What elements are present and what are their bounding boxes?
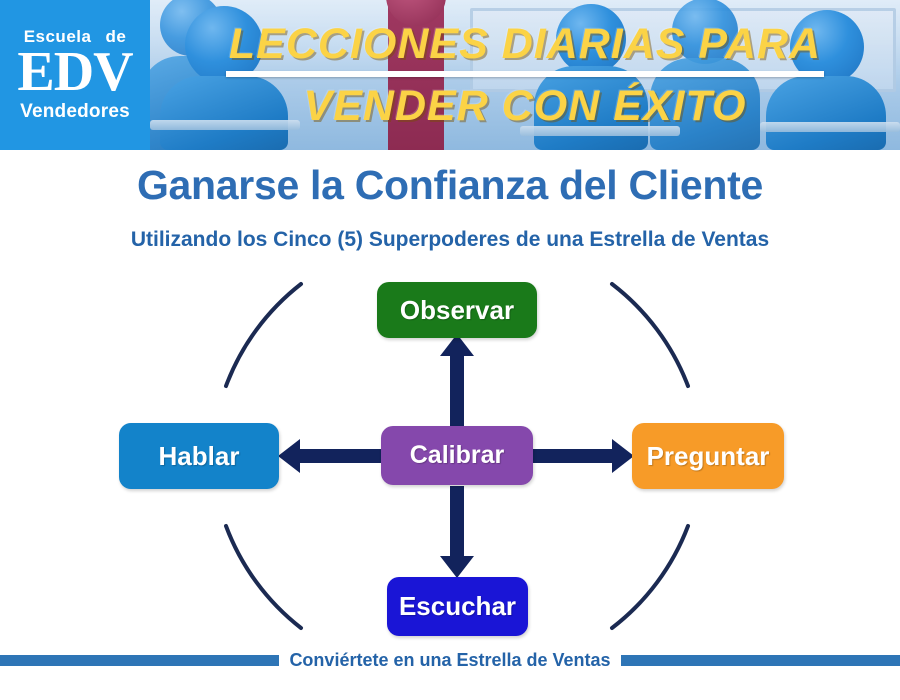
- arc-bottom-right: [610, 524, 690, 630]
- arc-top-left: [224, 282, 303, 388]
- classroom-desk-1: [150, 120, 300, 130]
- audience-figure-head-4: [672, 0, 738, 64]
- node-hablar-label: Hablar: [158, 440, 240, 471]
- audience-figure-head-3: [556, 4, 626, 74]
- page-subtitle: Utilizando los Cinco (5) Superpoderes de…: [130, 228, 770, 251]
- audience-figure-body-3: [534, 66, 648, 150]
- arrow-calibrar-to-preguntar: [533, 439, 634, 473]
- brand-word-de: de: [105, 26, 127, 46]
- node-calibrar-label: Calibrar: [409, 441, 505, 469]
- header-headline-line1: LECCIONES DIARIAS PARA: [228, 19, 822, 68]
- classroom-desk-3: [760, 122, 900, 132]
- arc-bottom-left: [224, 524, 303, 630]
- brand-monogram: EDV: [17, 40, 133, 103]
- footer: Conviértete en una Estrella de Ventas: [0, 645, 900, 675]
- audience-figure-body-5: [766, 76, 886, 150]
- node-hablar[interactable]: Hablar: [119, 423, 279, 489]
- header-headline: LECCIONES DIARIAS PARA VENDER CON ÉXITO: [150, 0, 900, 150]
- diagram-arcs-and-arrows: [224, 282, 690, 630]
- audience-figure-body-2: [160, 76, 288, 150]
- node-preguntar-label: Preguntar: [646, 440, 770, 471]
- circle-arc-group: [224, 282, 690, 630]
- header-divider-rule: [226, 70, 824, 77]
- arrow-calibrar-to-observar: [440, 334, 474, 426]
- node-escuchar[interactable]: Escuchar: [387, 577, 528, 636]
- header-banner: LECCIONES DIARIAS PARA VENDER CON ÉXITO …: [0, 0, 900, 150]
- arc-top-right: [610, 282, 690, 388]
- footer-rule-right: [620, 654, 900, 666]
- node-escuchar-label: Escuchar: [398, 591, 517, 621]
- spoke-arrow-group: [278, 334, 634, 578]
- classroom-desk-2: [520, 126, 680, 136]
- arrow-calibrar-to-hablar: [278, 439, 381, 473]
- footer-rule-left: [0, 654, 280, 666]
- brand-logo-line-bottom: Vendedores: [20, 101, 130, 123]
- node-observar-label: Observar: [399, 294, 515, 325]
- brand-logo[interactable]: Escuela de EDV Vendedores: [0, 0, 150, 150]
- brand-word-escuela: Escuela: [23, 26, 92, 46]
- node-calibrar[interactable]: Calibrar: [381, 426, 533, 485]
- brand-logo-line-top: Escuela de: [24, 27, 127, 47]
- footer-tagline: Conviértete en una Estrella de Ventas: [289, 649, 611, 670]
- page-title: Ganarse la Confianza del Cliente: [136, 162, 764, 208]
- node-observar[interactable]: Observar: [377, 282, 537, 338]
- superpowers-diagram: Observar Hablar Calibrar Preguntar Escuc…: [0, 268, 900, 648]
- node-preguntar[interactable]: Preguntar: [632, 423, 784, 489]
- arrow-calibrar-to-escuchar: [440, 486, 474, 578]
- header-headline-line2: VENDER CON ÉXITO: [303, 81, 747, 130]
